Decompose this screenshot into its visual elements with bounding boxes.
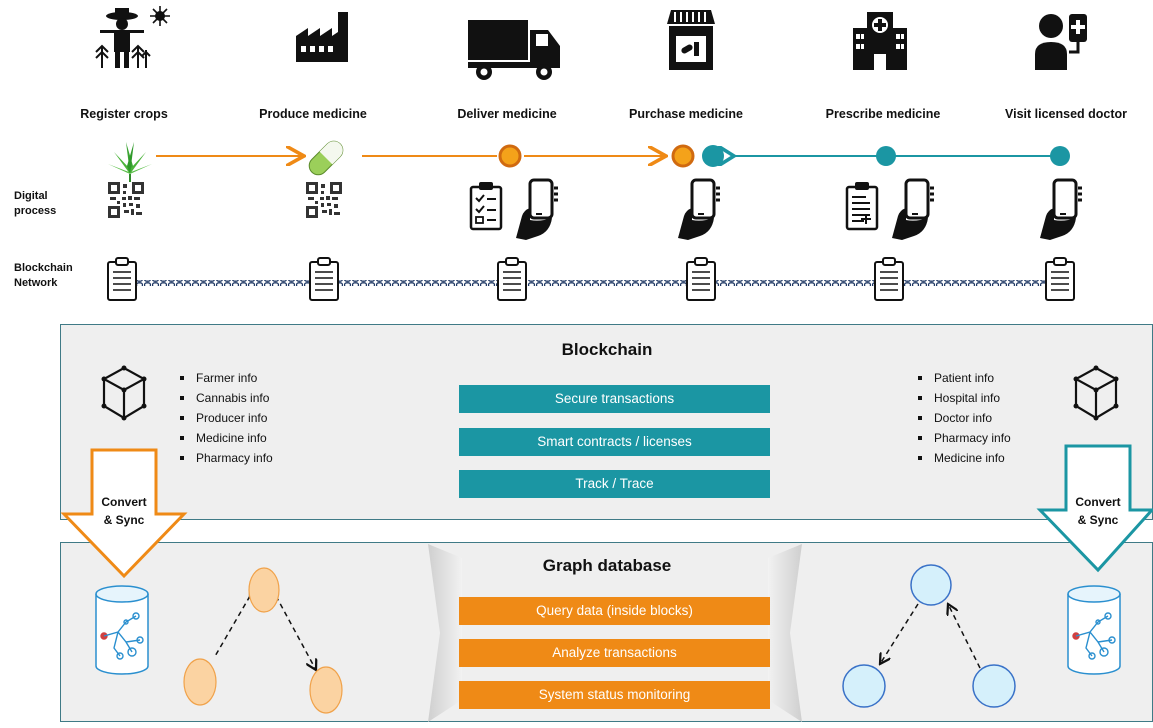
ledger-document-icon bbox=[107, 257, 137, 301]
graph-edge bbox=[948, 604, 981, 669]
convert-sync-label-right: Convert & Sync bbox=[1075, 495, 1121, 527]
list-item: Cannabis info bbox=[180, 388, 273, 408]
step-label-purchase-medicine: Purchase medicine bbox=[629, 107, 743, 121]
blockchain-chain-link bbox=[136, 280, 1060, 286]
funnel-left bbox=[428, 544, 462, 722]
right-info-list: Patient info Hospital info Doctor info P… bbox=[918, 368, 1011, 468]
list-item: Medicine info bbox=[180, 428, 273, 448]
pill-icon bbox=[308, 140, 344, 176]
graph-database-title: Graph database bbox=[542, 556, 672, 575]
list-item: Producer info bbox=[180, 408, 273, 428]
hand-phone-icon bbox=[892, 178, 934, 240]
bar-track-trace: Track / Trace bbox=[459, 470, 770, 498]
prescription-clipboard-icon bbox=[845, 182, 879, 231]
graph-node bbox=[309, 666, 343, 714]
list-item: Doctor info bbox=[918, 408, 1011, 428]
list-item: Hospital info bbox=[918, 388, 1011, 408]
graph-database-icon bbox=[1067, 585, 1121, 675]
process-flow bbox=[95, 6, 1087, 301]
flow-node-purchase-orange bbox=[671, 144, 695, 168]
farmer-icon bbox=[95, 6, 170, 68]
blockchain-cube-icon bbox=[101, 365, 147, 421]
list-item: Patient info bbox=[918, 368, 1011, 388]
step-label-produce-medicine: Produce medicine bbox=[259, 107, 367, 121]
blockchain-cube-icon bbox=[1073, 365, 1119, 421]
convert-sync-arrow-left bbox=[60, 448, 188, 579]
ledger-document-icon bbox=[874, 257, 904, 301]
ledger-document-icon bbox=[1045, 257, 1075, 301]
factory-icon bbox=[296, 12, 348, 62]
pharmacy-store-icon bbox=[667, 10, 715, 70]
row-label-digital-process: Digital process bbox=[14, 190, 57, 217]
convert-sync-label-left: Convert & Sync bbox=[101, 495, 147, 527]
hand-phone-icon bbox=[678, 178, 720, 240]
graph-node bbox=[910, 564, 952, 606]
qr-code-icon bbox=[306, 182, 342, 218]
graph-node bbox=[842, 664, 886, 708]
funnel-right bbox=[768, 544, 802, 722]
bar-secure-transactions: Secure transactions bbox=[459, 385, 770, 413]
graph-database-icon bbox=[95, 585, 149, 675]
step-label-deliver-medicine: Deliver medicine bbox=[457, 107, 557, 121]
flow-node-purchase-teal bbox=[702, 145, 724, 167]
ledger-document-icon bbox=[497, 257, 527, 301]
step-label-visit-doctor: Visit licensed doctor bbox=[1004, 107, 1128, 121]
list-item: Pharmacy info bbox=[918, 428, 1011, 448]
hand-phone-icon bbox=[1040, 178, 1082, 240]
list-item: Medicine info bbox=[918, 448, 1011, 468]
graph-edge bbox=[275, 595, 316, 670]
graph-node bbox=[972, 664, 1016, 708]
qr-code-icon bbox=[108, 182, 144, 218]
bar-system-status: System status monitoring bbox=[459, 681, 770, 709]
doctor-icon bbox=[1035, 14, 1087, 70]
checklist-clipboard-icon bbox=[469, 182, 503, 231]
bar-query-data: Query data (inside blocks) bbox=[459, 597, 770, 625]
bar-analyze-transactions: Analyze transactions bbox=[459, 639, 770, 667]
row-label-blockchain-network: Blockchain Network bbox=[14, 262, 73, 289]
blockchain-panel-title: Blockchain bbox=[561, 340, 653, 359]
truck-icon bbox=[468, 20, 560, 80]
graph-node bbox=[248, 567, 280, 613]
list-item: Farmer info bbox=[180, 368, 273, 388]
hand-phone-icon bbox=[516, 178, 558, 240]
panel-graphics bbox=[60, 365, 1153, 722]
graph-node bbox=[183, 658, 217, 706]
step-label-prescribe-medicine: Prescribe medicine bbox=[825, 107, 941, 121]
graph-edge bbox=[880, 603, 919, 664]
flow-node-doctor bbox=[1050, 146, 1070, 166]
cannabis-leaf-icon bbox=[108, 142, 152, 182]
step-label-register-crops: Register crops bbox=[80, 107, 168, 121]
list-item: Pharmacy info bbox=[180, 448, 273, 468]
flow-node-delivery bbox=[498, 144, 522, 168]
hospital-icon bbox=[853, 12, 907, 70]
convert-sync-arrow-right bbox=[1036, 444, 1153, 573]
ledger-document-icon bbox=[686, 257, 716, 301]
ledger-document-icon bbox=[309, 257, 339, 301]
flow-node-prescribe bbox=[876, 146, 896, 166]
bar-smart-contracts: Smart contracts / licenses bbox=[459, 428, 770, 456]
left-info-list: Farmer info Cannabis info Producer info … bbox=[180, 368, 273, 468]
graph-edge bbox=[213, 596, 250, 659]
